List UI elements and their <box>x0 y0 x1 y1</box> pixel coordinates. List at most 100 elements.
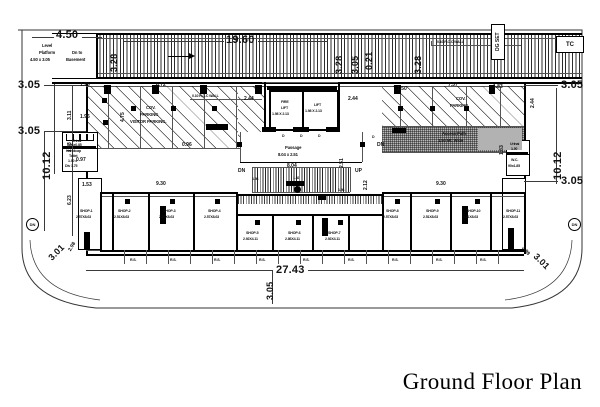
dim-right-1012 <box>556 88 557 184</box>
shop-label-5: SHOP-5 <box>246 231 259 235</box>
rs-label-4: R.S. <box>259 258 266 262</box>
parking-divider-l2 <box>140 86 141 148</box>
dim-top-v-3-28-b: 3.28 <box>334 55 344 74</box>
driveway-direction-arrow-shaft <box>168 56 190 57</box>
dg-set-label: DG SET <box>495 32 501 52</box>
rs-tick-8 <box>278 250 279 264</box>
passage-area <box>240 132 362 163</box>
shop-size-1: 2.57X8.63 <box>76 215 92 219</box>
shop-wallstub-c <box>322 218 328 236</box>
dim-right-305a <box>524 85 558 86</box>
dim-top-1960-line-r <box>258 41 328 42</box>
shop-label-9: SHOP-9 <box>426 209 439 213</box>
access-path-l2: 1.50 Mt. Wide <box>438 138 464 143</box>
shop-label-1: SHOP-1 <box>80 209 93 213</box>
dim-top-v-3-05: 3.05 <box>350 55 360 74</box>
rs-label-2: R.S. <box>170 258 177 262</box>
column-rm-1 <box>398 106 403 111</box>
covered-parking-left-hatch <box>88 86 238 148</box>
shop-div-r4 <box>490 192 492 250</box>
rs-tick-13 <box>388 250 389 264</box>
dim-left-6-23: 6.23 <box>67 195 73 205</box>
staircase-left <box>252 167 253 192</box>
dim-left-1012 <box>44 131 45 231</box>
lift-l1: LIFT <box>314 103 321 107</box>
access-path-bottom <box>382 152 524 153</box>
dim-top-450-line-r <box>82 37 102 38</box>
urinal-right-l2: 1.90 <box>511 147 518 151</box>
toilet-left-band <box>62 146 96 149</box>
toilet-right-band <box>506 152 528 155</box>
column-lt-2 <box>152 85 159 94</box>
access-path-col-1 <box>392 128 406 133</box>
urinal-left-l2: 1.96x0.85 <box>67 143 82 147</box>
dim-right-2-44: 2.44 <box>530 98 536 108</box>
rs-label-9: R.S. <box>480 258 487 262</box>
dim-left-10-12: 10.12 <box>41 151 53 180</box>
staircase-mid-landing-mark <box>294 186 301 193</box>
dim-bottom-27-43: 27.43 <box>276 264 305 276</box>
shop-col-r3 <box>475 199 480 204</box>
shop-div-r2 <box>410 192 412 250</box>
fire-lift-l2: LIFT <box>281 106 288 110</box>
shop-div-c2 <box>272 214 274 250</box>
shop-size-6: 2.86X4.11 <box>285 237 300 241</box>
urinal-right-l1: Urinal <box>510 142 520 146</box>
urinal-fixture-2 <box>73 134 80 141</box>
rs-tick-14 <box>410 250 411 264</box>
shop-row-left-top <box>100 192 236 194</box>
dim-1-53: 1.53 <box>82 182 92 188</box>
dim-1-56-l: 1.56 <box>252 177 259 181</box>
parking-divider-l4 <box>204 86 205 148</box>
shop-label-4: SHOP-4 <box>208 209 221 213</box>
dim-top-4-50: 4.50 <box>56 29 79 41</box>
shop-label-11: SHOP-11 <box>506 209 521 213</box>
dim-0-97: 0.97 <box>76 157 86 163</box>
shop-size-2: 2.51X8.63 <box>114 215 130 219</box>
dim-7-37: 7.37 <box>448 82 458 88</box>
dim-left-305b <box>44 131 86 132</box>
shop-size-9: 2.51X8.63 <box>423 215 439 219</box>
room-lower-left <box>78 178 102 250</box>
rs-tick-4 <box>190 250 191 264</box>
dim-right-3-01: 3.01 <box>531 251 552 272</box>
lift-room <box>302 90 339 131</box>
fire-lift-l1: FIRE <box>281 100 289 104</box>
shop-div-c3 <box>312 214 314 250</box>
shop-size-5: 2.92X4.11 <box>243 237 258 241</box>
shop-size-7: 2.92X4.11 <box>325 237 340 241</box>
column-lt-1 <box>104 85 111 94</box>
level-platform-line3: 4.50 x 3.05 <box>30 57 50 62</box>
shop-row-center-top <box>236 214 382 216</box>
center-corridor-col <box>318 194 326 200</box>
shop-size-8: 2.57X8.63 <box>383 215 399 219</box>
rs-tick-15 <box>432 250 433 264</box>
dim-9-30-left: 9.30 <box>156 181 166 187</box>
shop-label-8: SHOP-8 <box>386 209 399 213</box>
dim-bottom-2743-line-r <box>308 270 524 271</box>
shop-row-right-top2 <box>382 196 524 197</box>
dim-left-3-05-b: 3.05 <box>18 125 41 137</box>
rs-label-6: R.S. <box>348 258 355 262</box>
urinal-left-l1: Urinal <box>72 139 82 143</box>
dim-1-50: 1.50 <box>397 86 407 92</box>
rs-tick-3 <box>168 250 169 264</box>
rs-label-8: R.S. <box>436 258 443 262</box>
center-corridor-hatch <box>238 196 382 204</box>
parking-divider-l3 <box>172 86 173 148</box>
shop-col-l2 <box>170 199 175 204</box>
shop-label-10: SHOP-10 <box>466 209 481 213</box>
staircase-top <box>252 167 350 168</box>
rcc-wall-leader-right-tick <box>431 41 432 46</box>
parking-bottom-left <box>88 148 264 149</box>
cov-parking-left-l1: COV. <box>146 105 156 110</box>
building-bottom-wall <box>86 254 524 256</box>
dim-left-3-05-a: 3.05 <box>18 79 41 91</box>
handicap-toilet-l1: Handicap <box>66 149 81 153</box>
rs-tick-12 <box>366 250 367 264</box>
shop-col-c1 <box>255 220 260 225</box>
dim-top-v-0-21: 0.21 <box>364 51 374 70</box>
passage-label: Passage <box>285 145 302 150</box>
tc-label: TC <box>566 41 574 48</box>
dim-2-44-right: 2.44 <box>348 96 358 102</box>
